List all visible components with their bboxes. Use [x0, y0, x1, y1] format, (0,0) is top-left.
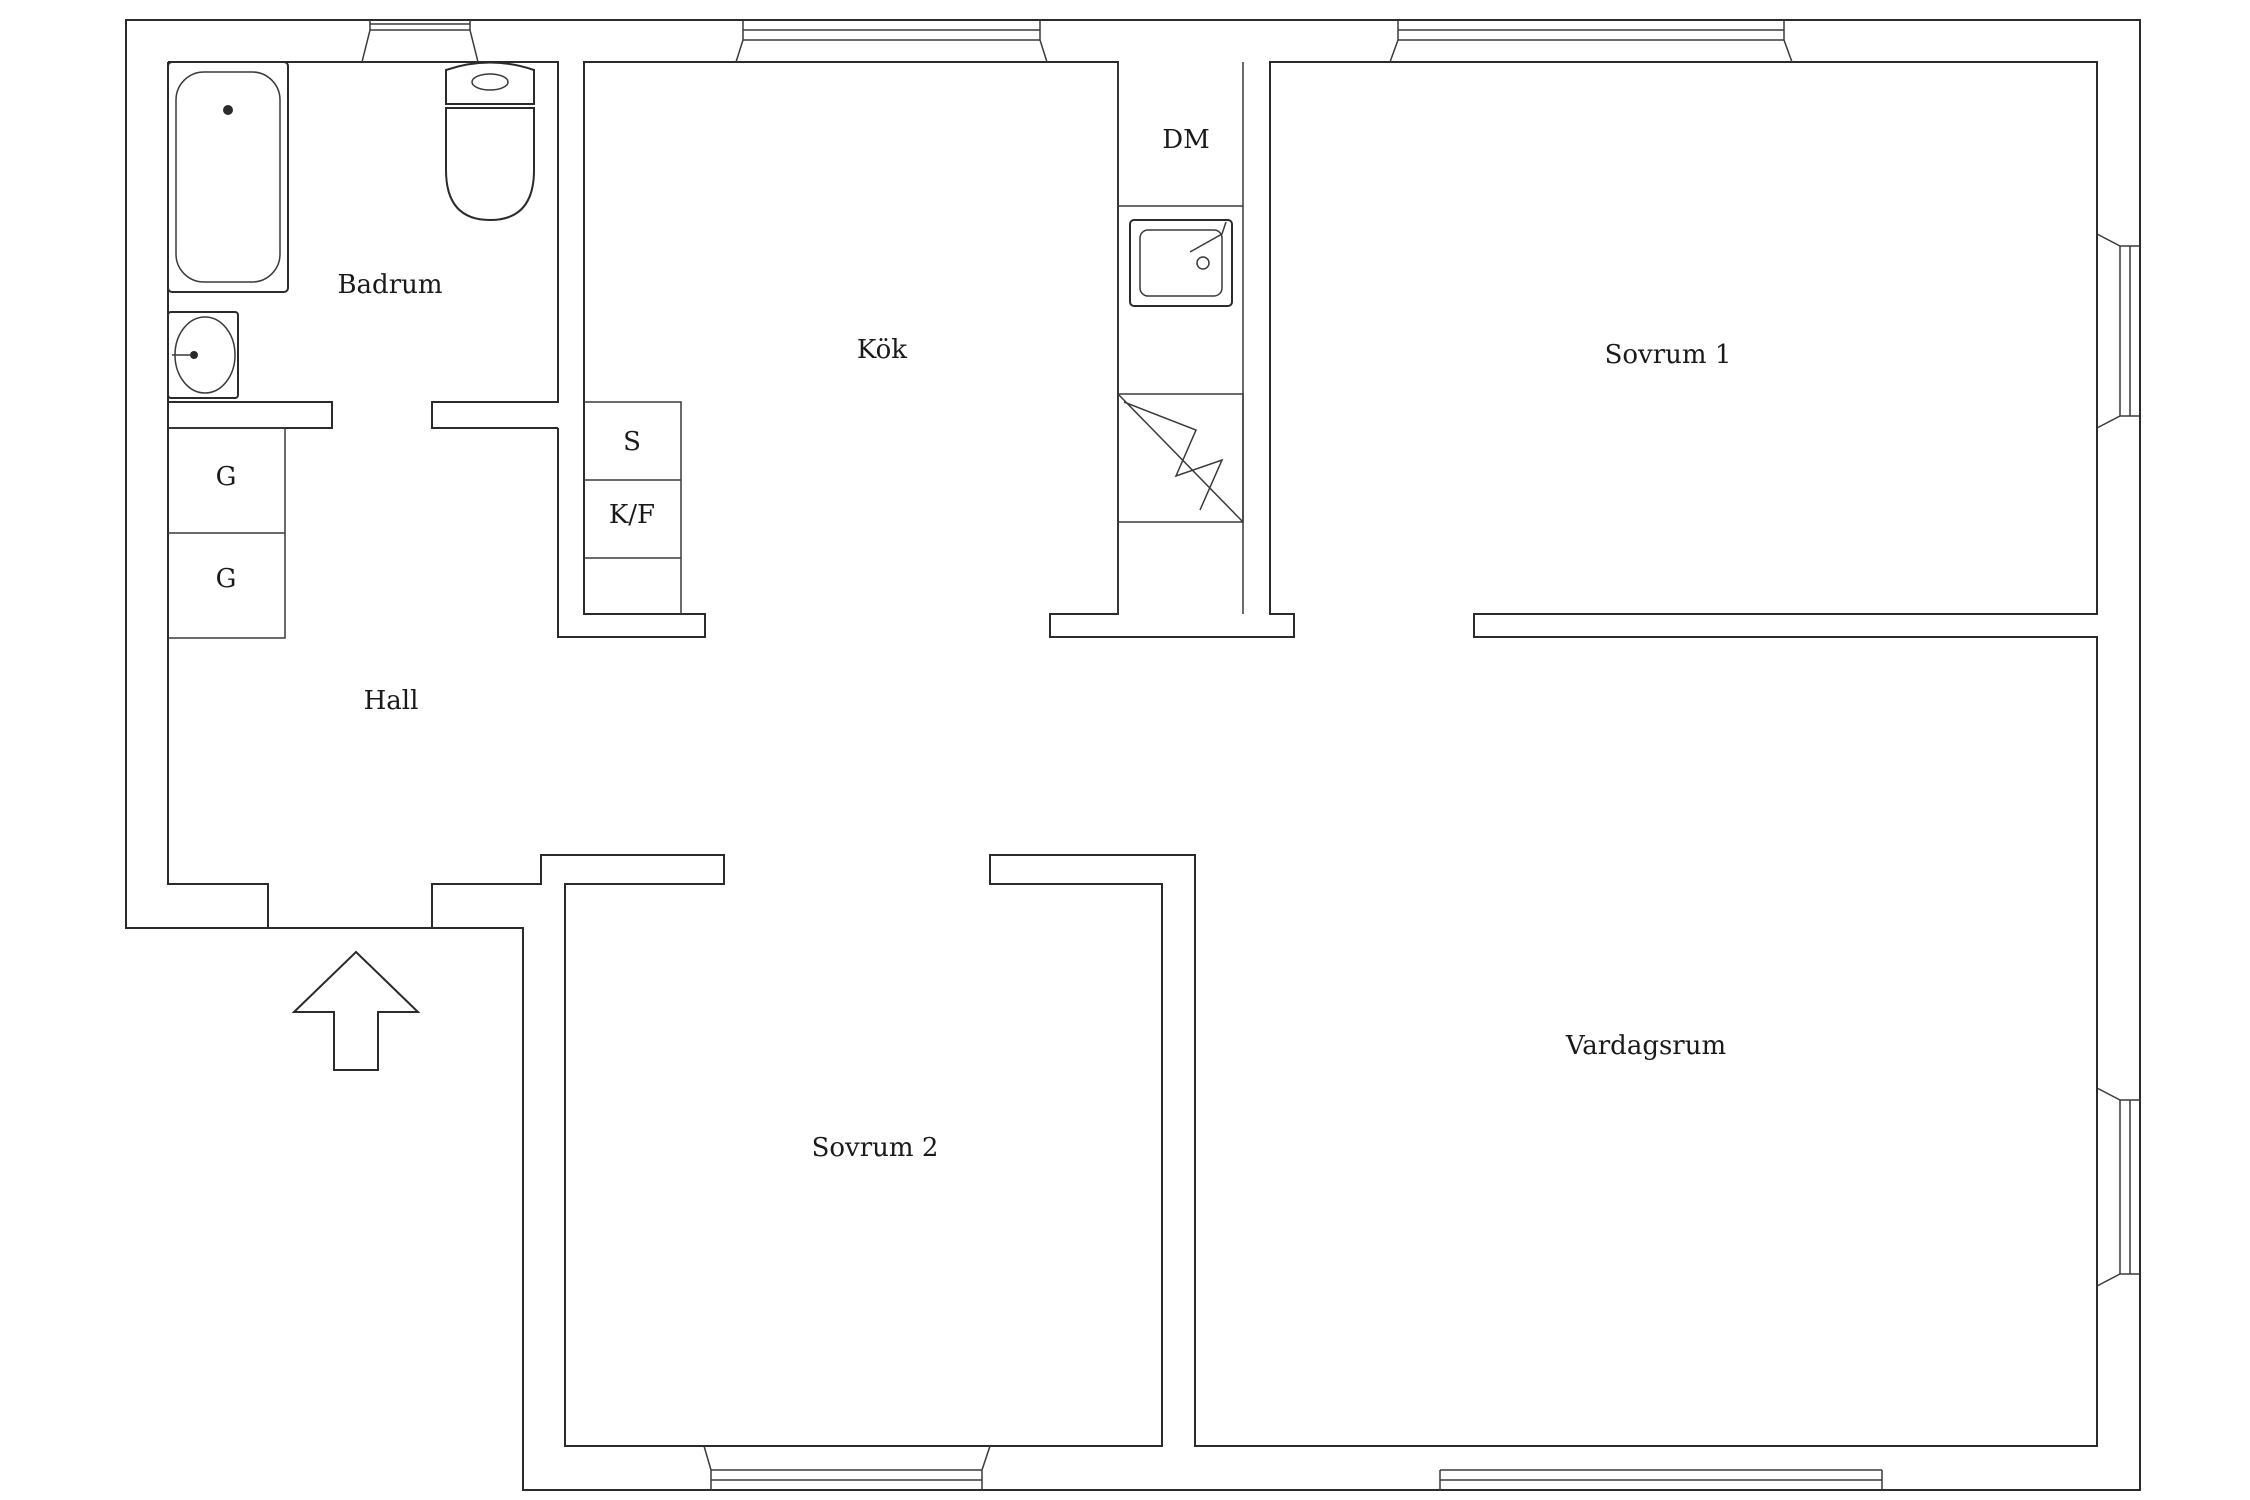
- fixture-label-g1: G: [216, 462, 237, 492]
- washbasin-icon: [167, 311, 239, 399]
- fixture-labels: DM S K/F G G: [216, 125, 1210, 594]
- room-label-sovrum2: Sovrum 2: [812, 1133, 939, 1163]
- fixture-label-dm: DM: [1162, 125, 1209, 155]
- room-labels: Badrum Kök Sovrum 1 Hall Sovrum 2 Vardag…: [337, 270, 1731, 1163]
- room-label-vardagsrum: Vardagsrum: [1565, 1031, 1726, 1061]
- bathtub-icon: [167, 61, 289, 293]
- toilet-icon: [445, 61, 535, 222]
- fixture-label-s: S: [623, 427, 641, 457]
- windows: [361, 20, 2140, 1490]
- room-label-badrum: Badrum: [337, 270, 442, 300]
- fixture-label-kf: K/F: [609, 500, 655, 530]
- stove-icon: [1117, 393, 1244, 523]
- fixture-label-g2: G: [216, 564, 237, 594]
- room-label-kok: Kök: [857, 335, 907, 365]
- sink-icon: [1129, 219, 1233, 307]
- outer-wall: [125, 19, 2141, 1491]
- entrance-arrow-icon: [291, 950, 421, 1071]
- room-label-hall: Hall: [364, 686, 419, 716]
- room-label-sovrum1: Sovrum 1: [1605, 340, 1732, 370]
